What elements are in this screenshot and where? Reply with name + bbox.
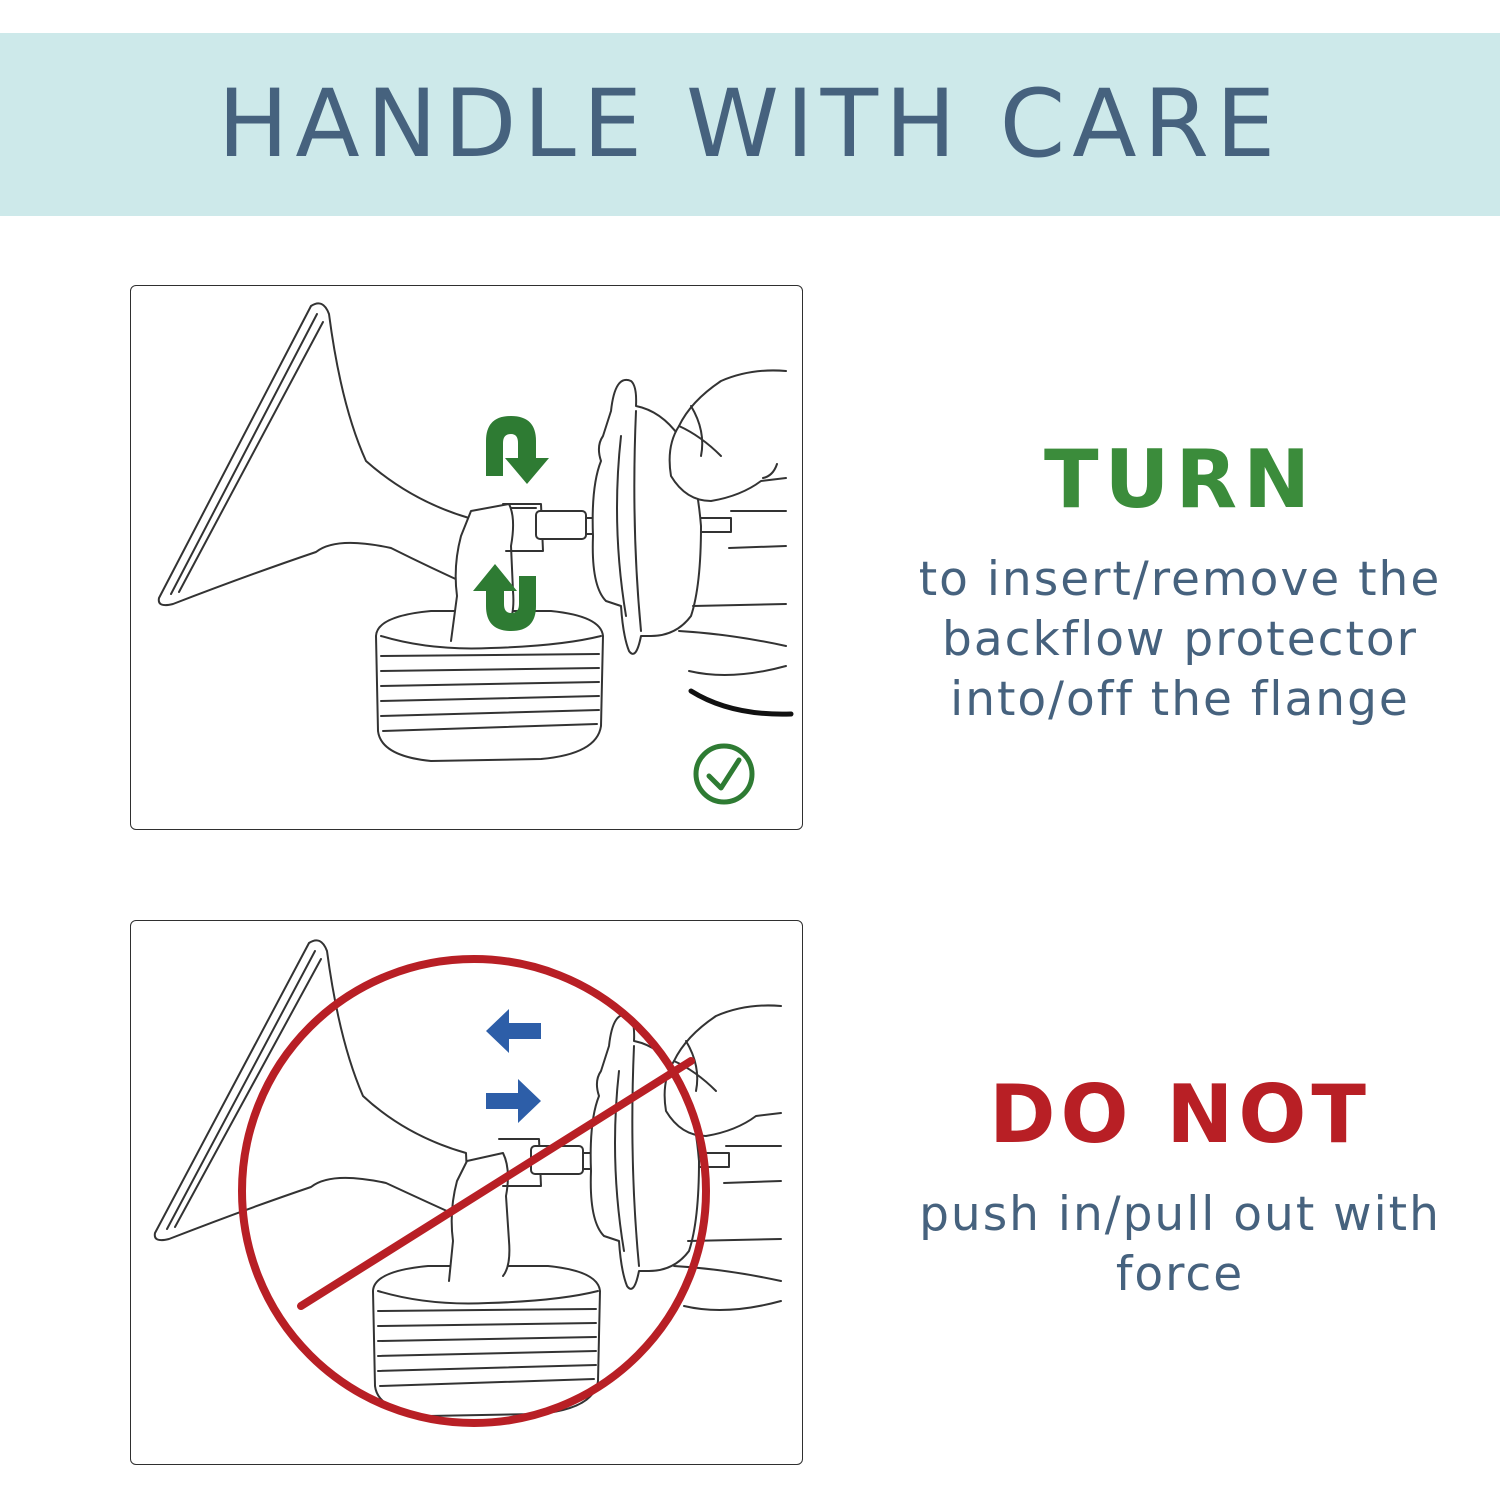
check-circle-icon [693, 743, 755, 805]
donot-description: push in/pull out with force [919, 1187, 1441, 1302]
breast-pump-push-illustration [153, 939, 782, 1427]
rotate-arrows-icon [473, 416, 549, 631]
turn-instruction: TURN to insert/remove the backflow prote… [860, 440, 1500, 730]
breast-pump-turn-illustration [157, 302, 794, 805]
turn-heading: TURN [1043, 433, 1317, 526]
page-title: HANDLE WITH CARE [217, 69, 1283, 179]
hand [668, 369, 787, 502]
flange-funnel [157, 302, 472, 607]
donot-illustration-panel [130, 920, 803, 1465]
bottle-base [375, 610, 604, 762]
prohibition-icon [238, 955, 710, 1427]
flange-funnel [153, 939, 470, 1242]
hand [663, 1004, 782, 1137]
turn-illustration-panel [130, 285, 803, 830]
header-banner: HANDLE WITH CARE [0, 33, 1500, 216]
push-pull-arrows-icon [486, 1009, 541, 1123]
turn-description: to insert/remove the backflow protector … [918, 552, 1442, 727]
donot-instruction: DO NOT push in/pull out with force [860, 1075, 1500, 1305]
donot-heading: DO NOT [989, 1068, 1371, 1161]
